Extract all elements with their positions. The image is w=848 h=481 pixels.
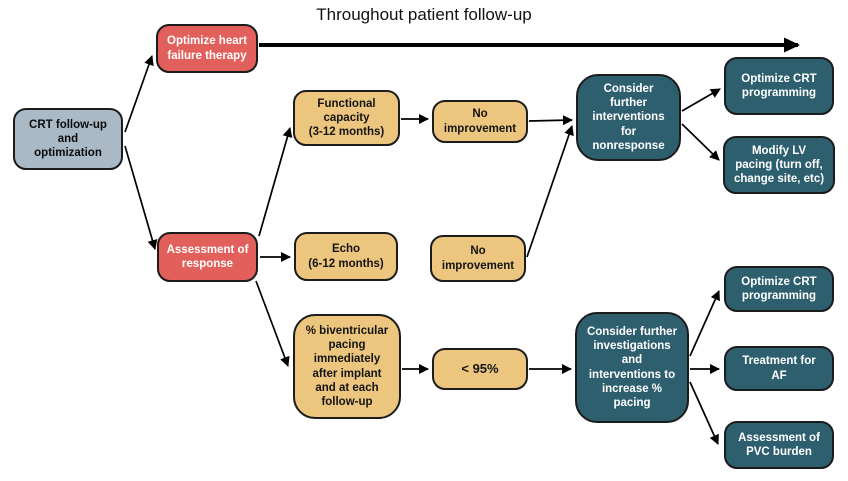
node-biventricular-pacing: % biventricular pacing immediately after… — [293, 314, 401, 419]
node-consider-investigations: Consider further investigations and inte… — [575, 312, 689, 423]
node-optimize-crt-1: Optimize CRT programming — [724, 57, 834, 115]
node-no-improvement-2: No improvement — [430, 235, 526, 282]
node-optimize-hf-therapy: Optimize heart failure therapy — [156, 24, 258, 73]
diagram-title: Throughout patient follow-up — [316, 5, 532, 24]
node-assessment-of-response: Assessment of response — [157, 232, 258, 282]
node-pvc-burden: Assessment of PVC burden — [724, 421, 834, 469]
arrow-noimprovement2-to-consider1 — [526, 125, 574, 258]
node-treatment-for-af: Treatment for AF — [724, 346, 834, 391]
node-echo: Echo (6-12 months) — [294, 232, 398, 281]
node-consider-interventions: Consider further interventions for nonre… — [576, 74, 681, 161]
arrow-consider1-to-modifylv — [681, 123, 720, 161]
arrow-consider2-to-optimizecrt2 — [689, 290, 720, 357]
node-optimize-crt-2: Optimize CRT programming — [724, 266, 834, 312]
arrow-crt-to-assessment — [124, 145, 158, 250]
arrow-assessment-to-functional — [258, 127, 293, 237]
arrow-crt-to-optimize-hf — [124, 55, 154, 133]
node-functional-capacity: Functional capacity (3-12 months) — [293, 90, 400, 146]
node-less-than-95: < 95% — [432, 348, 528, 390]
arrow-noimprovement1-to-consider1 — [528, 115, 573, 126]
arrow-consider2-to-pvc — [689, 381, 719, 445]
arrow-consider1-to-optimizecrt1 — [681, 88, 721, 112]
node-no-improvement-1: No improvement — [432, 100, 528, 143]
arrow-assessment-to-biv — [255, 280, 290, 367]
node-modify-lv-pacing: Modify LV pacing (turn off, change site,… — [723, 136, 835, 194]
node-crt-followup: CRT follow-up and optimization — [13, 108, 123, 170]
